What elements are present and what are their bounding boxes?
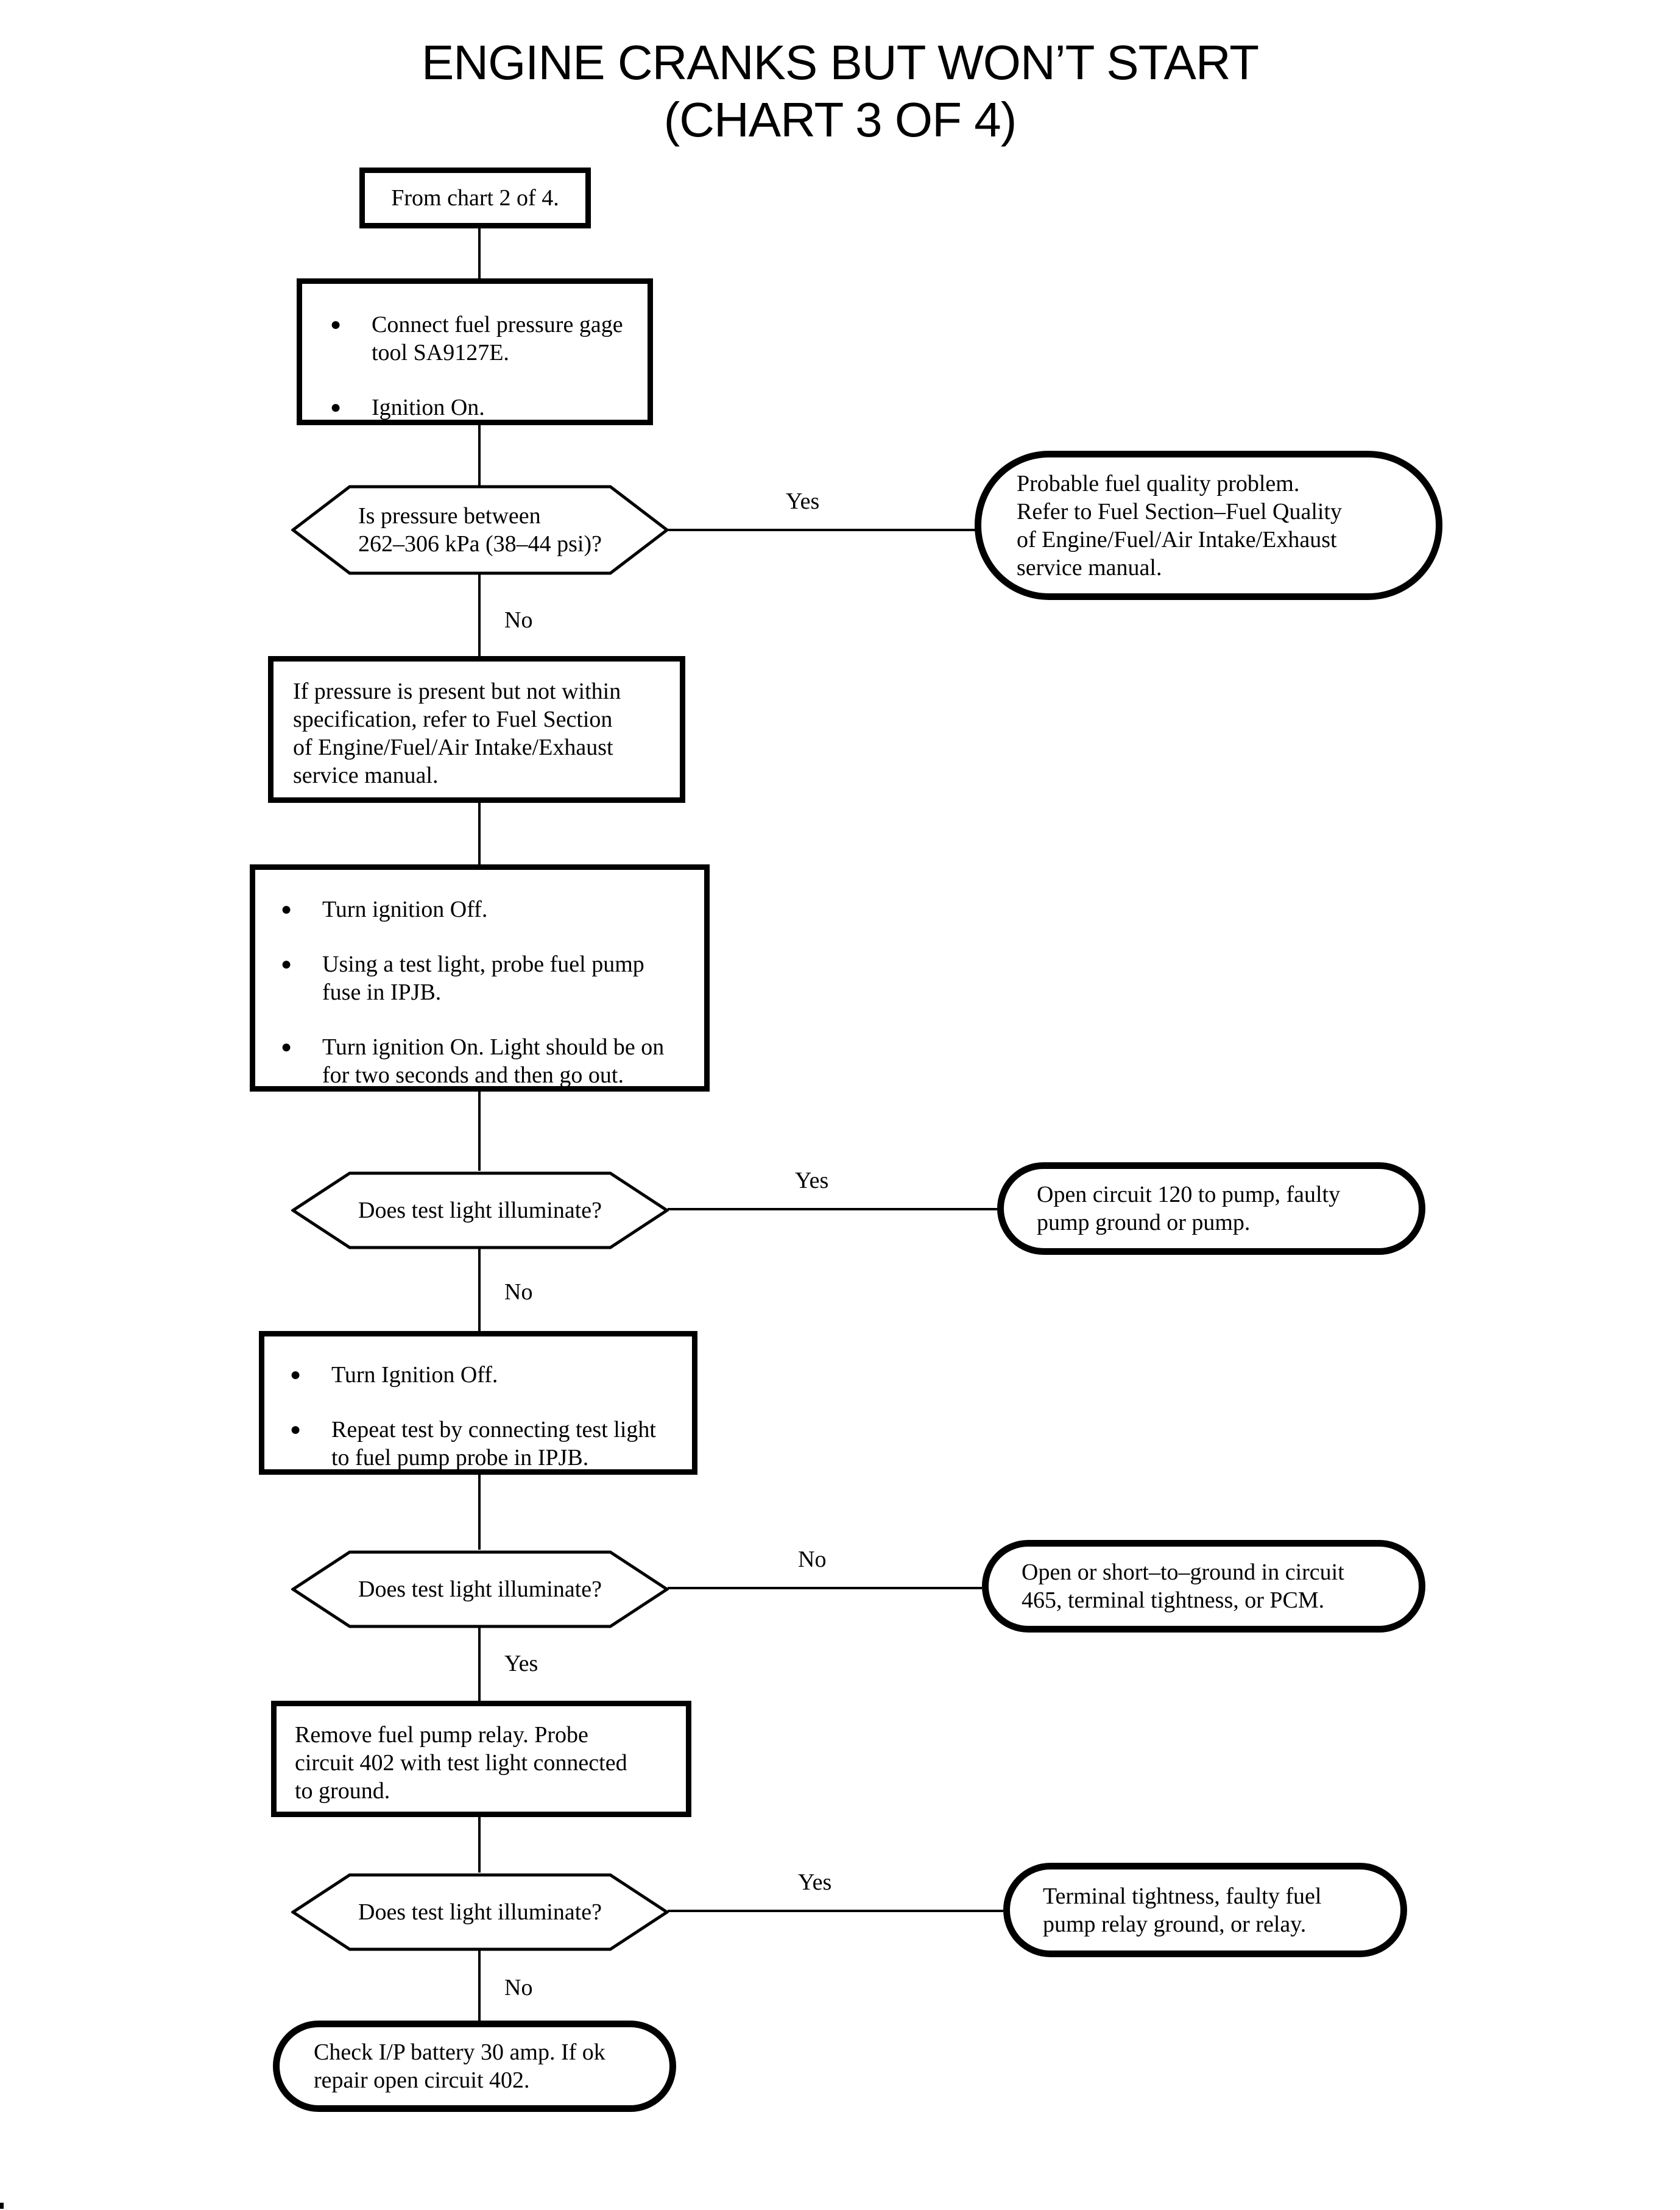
connector-decision3-yes [478,1626,481,1701]
result-line: service manual. [1017,554,1162,581]
bullet-item: ● Ignition On. [326,394,635,422]
start-label: From chart 2 of 4. [391,185,559,211]
decision-line: Does test light illuminate? [358,1899,602,1925]
bullet-line: for two seconds and then go out. [322,1062,624,1088]
bullet-line: Turn Ignition Off. [331,1362,498,1388]
connector-decision2-no [478,1248,481,1331]
node-open-circuit-120-result: Open circuit 120 to pump, faulty pump gr… [997,1162,1425,1255]
result-line: pump ground or pump. [1037,1210,1251,1235]
result-line: pump relay ground, or relay. [1043,1911,1307,1937]
decision-hexagon-shape [291,1873,669,1951]
connector-decision4-no [478,1949,481,2021]
bullet-line: Turn ignition On. Light should be on [322,1034,665,1060]
label-yes-1: Yes [786,489,820,514]
bullet-line: fuse in IPJB. [322,980,442,1005]
connector-decision1-no [478,574,481,656]
result-line: Refer to Fuel Section–Fuel Quality [1017,498,1343,524]
node-test-light-decision-2: Does test light illuminate? [291,1550,669,1629]
bullet-line: Repeat test by connecting test light [331,1417,656,1442]
node-repeat-test-step: ● Turn Ignition Off. ● Repeat test by co… [259,1331,697,1475]
page-title-line2: (CHART 3 OF 4) [663,93,1017,147]
note-line: of Engine/Fuel/Air Intake/Exhaust [293,735,613,760]
result-line: Probable fuel quality problem. [1017,470,1300,496]
bullet-dot-icon: ● [281,954,292,974]
result-line: Open circuit 120 to pump, faulty [1037,1182,1341,1207]
decision-line: Does test light illuminate? [358,1576,602,1602]
decision-hexagon-shape [291,1550,669,1628]
bullet-item: ● Repeat test by connecting test light t… [286,1416,682,1472]
node-probe-fuse-step: ● Turn ignition Off. ● Using a test ligh… [250,864,710,1092]
bullet-item: ● Using a test light, probe fuel pump fu… [277,950,694,1006]
connector-start-to-step1 [478,228,481,278]
note-line: service manual. [293,763,439,788]
node-test-light-decision-3: Does test light illuminate? [291,1873,669,1952]
connector-step1-to-decision1 [478,425,481,485]
page-title-line1: ENGINE CRANKS BUT WON’T START [421,35,1259,90]
label-no-1: No [504,607,533,633]
connector-step2-to-decision2 [478,1090,481,1171]
connector-step3-to-decision3 [478,1475,481,1550]
bullet-dot-icon: ● [281,1037,292,1057]
result-line: repair open circuit 402. [314,2067,530,2093]
result-line: 465, terminal tightness, or PCM. [1022,1587,1325,1613]
label-no-2: No [504,1279,533,1305]
bullet-item: ● Turn ignition On. Light should be on f… [277,1033,694,1089]
bullet-item: ● Turn ignition Off. [277,895,694,923]
connector-decision3-no [668,1587,982,1589]
connector-decision2-yes [668,1208,997,1210]
label-no-3: No [798,1547,827,1572]
bullet-line: Using a test light, probe fuel pump [322,951,644,977]
result-line: of Engine/Fuel/Air Intake/Exhaust [1017,526,1337,552]
connector-note-to-step2 [478,803,481,864]
bullet-line: Ignition On. [372,395,485,420]
bullet-dot-icon: ● [281,899,292,919]
result-line: Terminal tightness, faulty fuel [1043,1883,1322,1909]
label-no-4: No [504,1975,533,2000]
result-line: Check I/P battery 30 amp. If ok [314,2039,605,2065]
node-pressure-decision: Is pressure between 262–306 kPa (38–44 p… [291,484,669,576]
decision-line: Is pressure between [358,503,541,529]
node-remove-relay-step: Remove fuel pump relay. Probe circuit 40… [271,1701,691,1817]
bullet-dot-icon: ● [330,397,342,417]
page-title: ENGINE CRANKS BUT WON’T START (CHART 3 O… [0,34,1680,149]
scan-artifact [0,2203,4,2209]
bullet-line: Connect fuel pressure gage [372,312,623,337]
node-test-light-decision-1: Does test light illuminate? [291,1171,669,1250]
bullet-item: ● Turn Ignition Off. [286,1361,682,1389]
node-fuel-quality-result: Probable fuel quality problem. Refer to … [975,451,1442,600]
bullet-dot-icon: ● [330,314,342,334]
bullet-line: Turn ignition Off. [322,897,488,922]
node-check-battery-result: Check I/P battery 30 amp. If ok repair o… [273,2021,676,2112]
connector-step4-to-decision4 [478,1817,481,1873]
decision-line: Does test light illuminate? [358,1198,602,1223]
result-line: Open or short–to–ground in circuit [1022,1559,1344,1585]
connector-decision4-yes [668,1910,1003,1912]
bullet-line: to fuel pump probe in IPJB. [331,1445,589,1470]
label-yes-3: Yes [504,1651,538,1676]
step-line: to ground. [295,1778,390,1804]
label-yes-2: Yes [795,1168,829,1193]
step-line: circuit 402 with test light connected [295,1750,627,1776]
bullet-line: tool SA9127E. [372,340,509,365]
decision-hexagon-shape [291,485,669,575]
bullet-item: ● Connect fuel pressure gage tool SA9127… [326,311,635,367]
decision-hexagon-shape [291,1171,669,1249]
connector-decision1-yes [668,529,976,531]
node-connect-gage-step: ● Connect fuel pressure gage tool SA9127… [297,278,653,425]
note-line: specification, refer to Fuel Section [293,707,613,732]
node-start: From chart 2 of 4. [359,168,591,228]
bullet-dot-icon: ● [290,1419,302,1439]
step-line: Remove fuel pump relay. Probe [295,1722,588,1748]
bullet-dot-icon: ● [290,1364,302,1385]
node-terminal-tightness-result: Terminal tightness, faulty fuel pump rel… [1003,1863,1407,1957]
decision-line: 262–306 kPa (38–44 psi)? [358,531,602,557]
note-line: If pressure is present but not within [293,679,621,704]
node-open-circuit-465-result: Open or short–to–ground in circuit 465, … [982,1540,1425,1633]
node-pressure-spec-note: If pressure is present but not within sp… [268,656,685,803]
label-yes-4: Yes [798,1869,832,1895]
